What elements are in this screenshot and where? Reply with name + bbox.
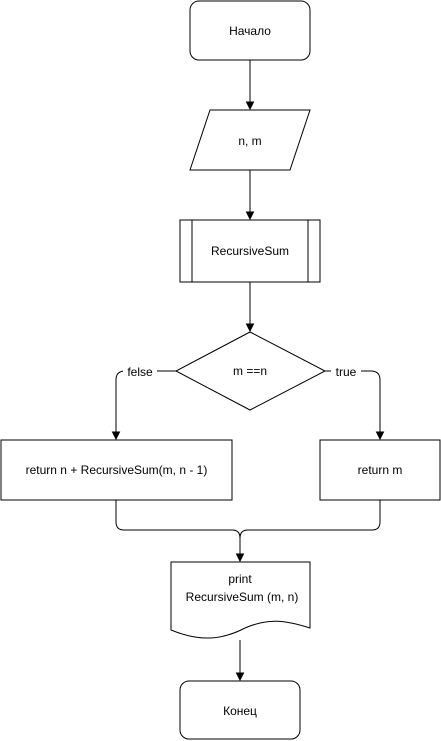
return-false-label: return n + RecursiveSum(m, n - 1) <box>26 463 208 477</box>
print-document-node: print RecursiveSum (m, n) <box>170 561 311 639</box>
edge-label-bg <box>331 364 361 379</box>
edge-label-true: true <box>336 365 357 379</box>
subroutine-node: RecursiveSum <box>179 219 321 283</box>
arrowhead <box>245 323 255 333</box>
end-node: Конец <box>179 680 301 740</box>
arrowhead <box>245 101 255 111</box>
arrowhead <box>375 431 385 441</box>
edge-decision-false <box>115 370 176 433</box>
arrowhead <box>111 431 121 441</box>
subroutine-label: RecursiveSum <box>211 244 289 258</box>
decision-label: m ==n <box>233 364 267 378</box>
edge-false-to-merge <box>115 500 241 555</box>
edge-label-bg <box>123 364 157 379</box>
arrowhead <box>235 553 245 563</box>
edge-label-false: felse <box>127 365 153 379</box>
return-false-node: return n + RecursiveSum(m, n - 1) <box>0 439 233 501</box>
start-node: Начало <box>189 0 311 61</box>
input-label: n, m <box>238 134 261 148</box>
arrowhead <box>235 672 245 682</box>
return-true-label: return m <box>358 463 403 477</box>
print-label-line1: print <box>228 572 252 586</box>
input-node: n, m <box>189 109 311 171</box>
return-true-node: return m <box>319 439 441 501</box>
print-label-line2: RecursiveSum (m, n) <box>186 590 299 604</box>
arrowhead <box>245 211 255 221</box>
edge-decision-true <box>325 370 381 433</box>
edge-true-to-merge <box>239 500 381 539</box>
decision-node: m ==n <box>174 331 327 411</box>
start-label: Начало <box>229 24 271 38</box>
end-label: Конец <box>223 704 257 718</box>
